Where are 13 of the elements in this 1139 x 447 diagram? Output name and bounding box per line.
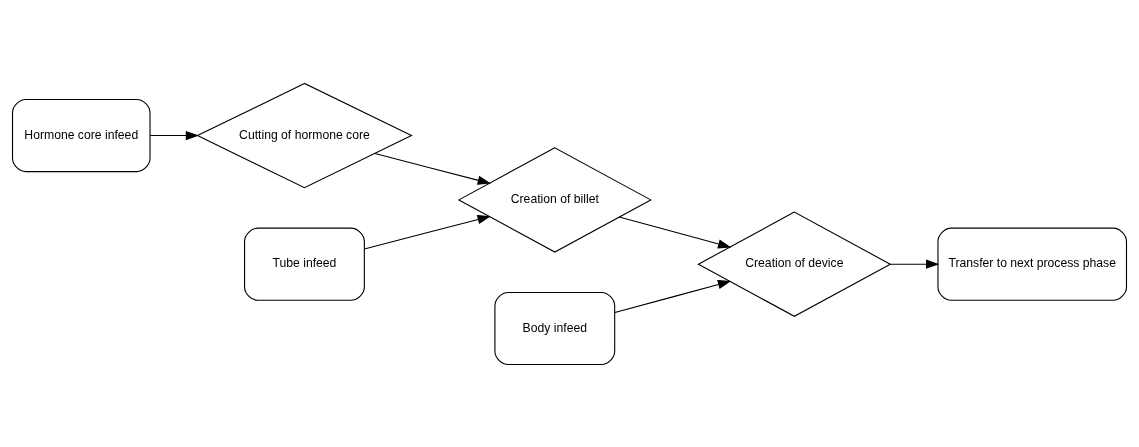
node-diamond: Cutting of hormone core [196, 82, 413, 188]
arrow [618, 216, 732, 248]
arrow [363, 214, 491, 249]
arrow [614, 279, 732, 313]
node-diamond: Creation of device [697, 210, 892, 317]
arrow [889, 259, 940, 269]
node-diamond: Creation of billet [457, 146, 652, 253]
node-box: Transfer to next process phase [937, 227, 1128, 301]
node-box: Tube infeed [244, 227, 365, 301]
node-box: Body infeed [494, 291, 616, 365]
node-box: Hormone core infeed [11, 98, 151, 172]
arrow [374, 152, 491, 185]
arrow [149, 130, 200, 140]
